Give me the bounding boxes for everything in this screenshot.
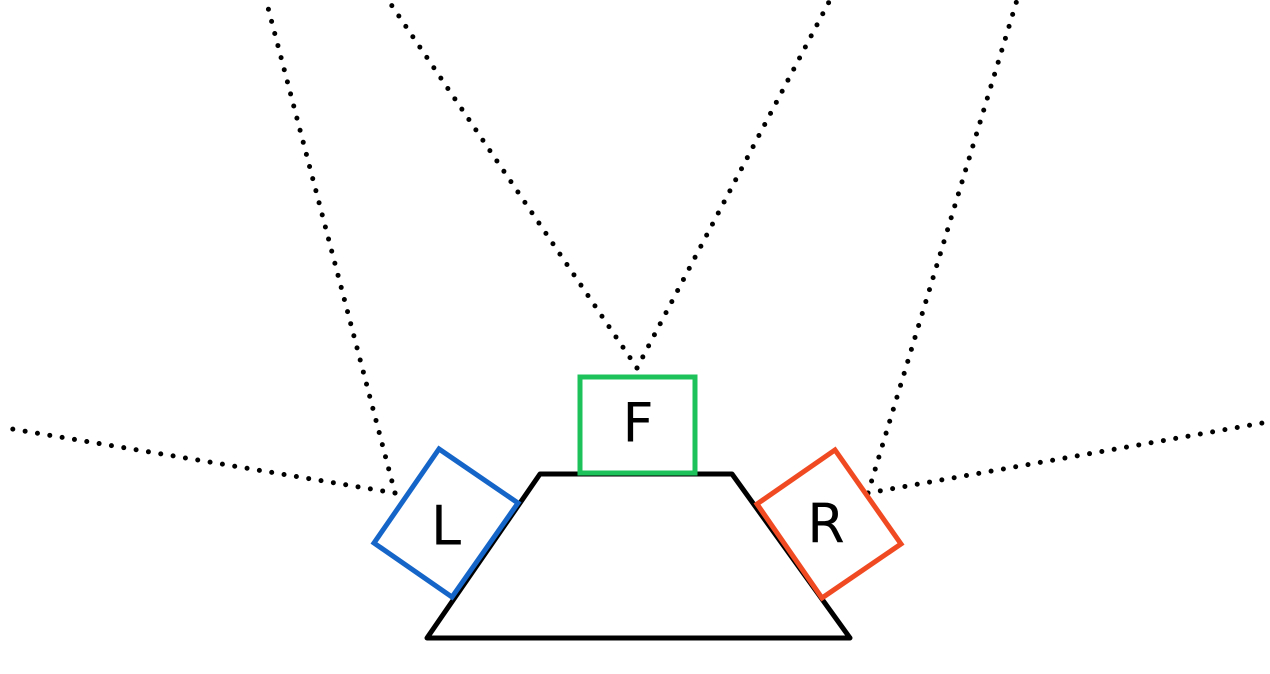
right-sensor-box	[753, 446, 905, 602]
left-sensor-fov-inner-line	[263, 0, 398, 496]
front-sensor: F	[577, 374, 698, 476]
right-sensor: R	[753, 446, 905, 602]
left-sensor-label: L	[431, 495, 461, 558]
left-sensor-box	[370, 445, 522, 601]
front-sensor-box	[577, 374, 698, 476]
left-sensor: L	[370, 445, 522, 601]
front-sensor-fov-right-line	[634, 0, 833, 371]
front-sensor-fov-left-line	[385, 0, 640, 371]
front-sensor-label: F	[622, 392, 653, 455]
right-sensor-label: R	[807, 493, 845, 556]
right-sensor-fov-outer-line	[865, 419, 1270, 496]
left-sensor-fov-outer-line	[3, 425, 398, 496]
right-sensor-fov-inner-line	[865, 0, 1020, 496]
